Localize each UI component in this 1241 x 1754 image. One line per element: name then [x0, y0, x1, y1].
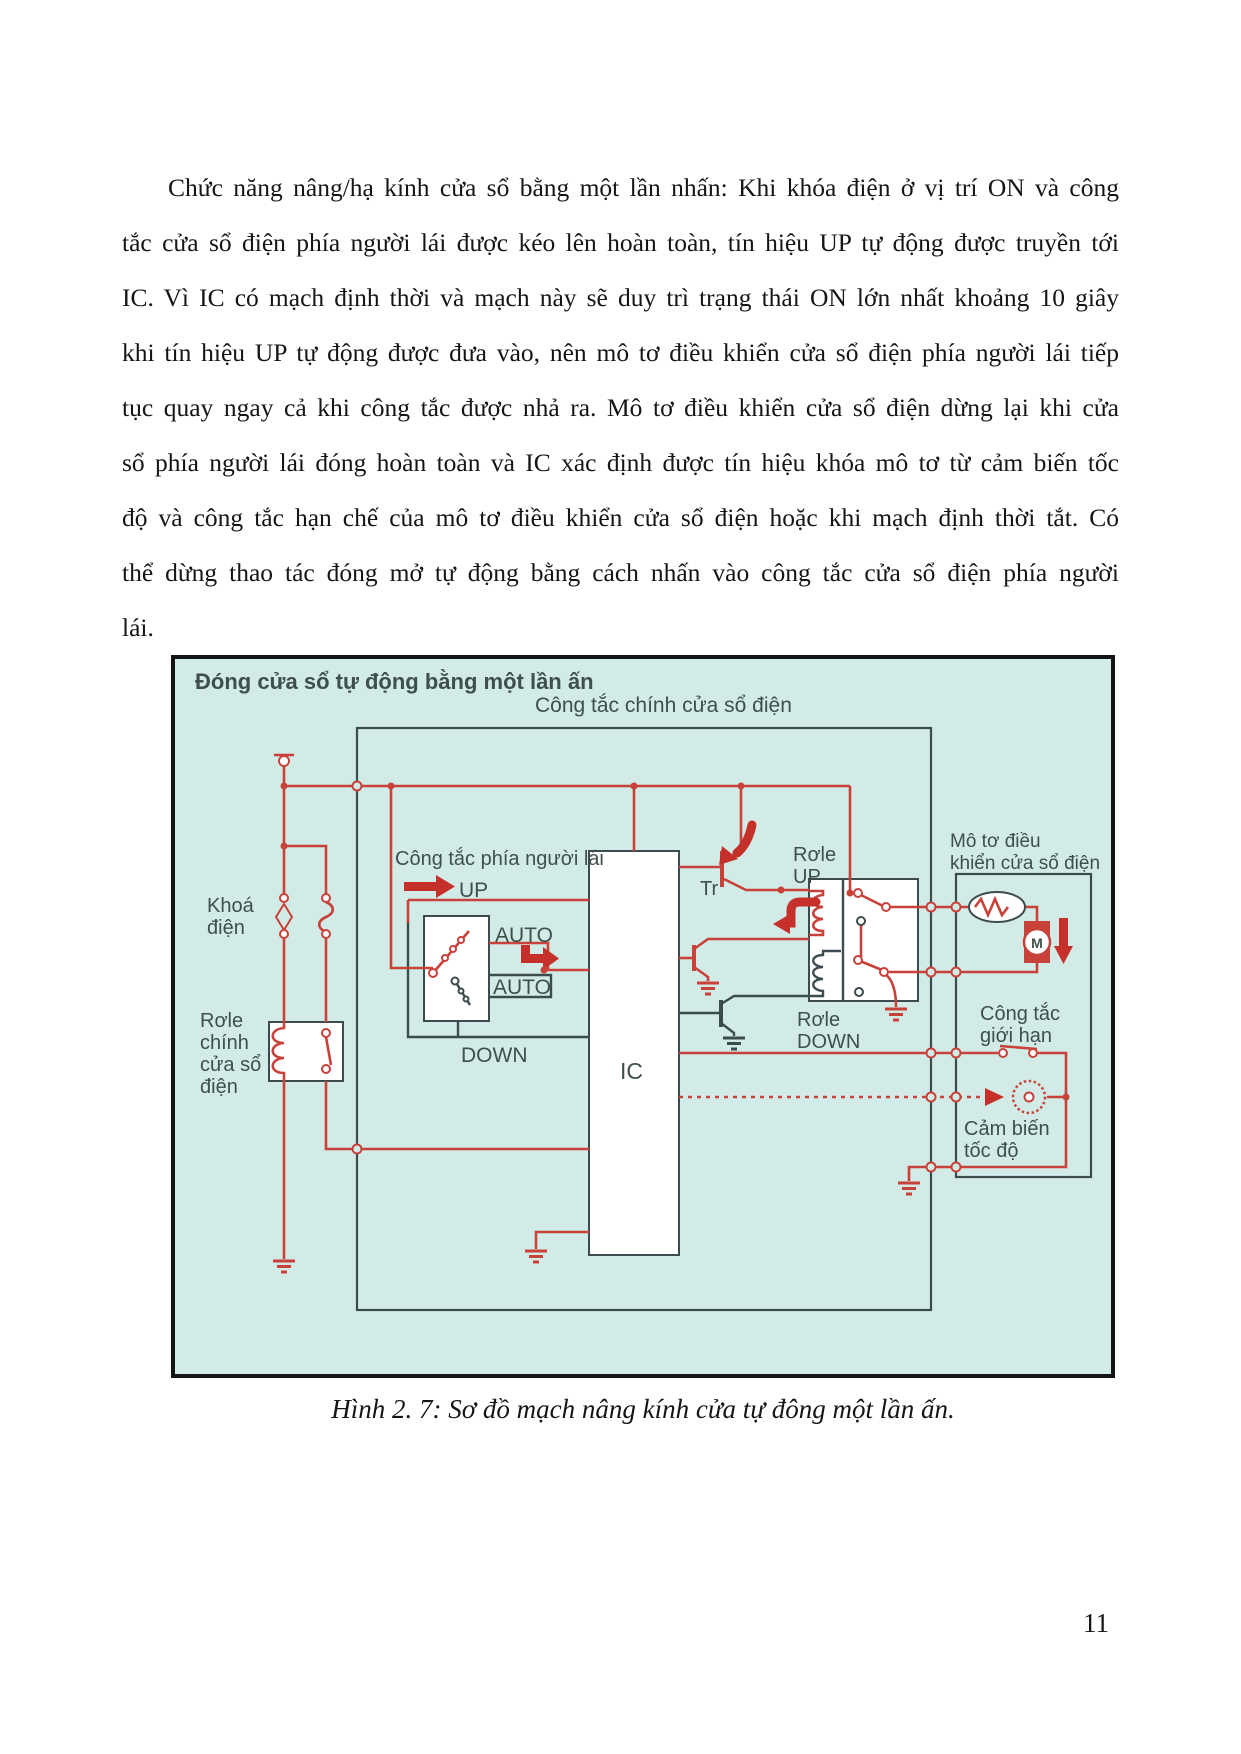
main-relay-label: điện — [200, 1076, 238, 1098]
crossing-markers — [351, 780, 962, 1173]
sensor-arrow-icon — [985, 1088, 1004, 1106]
circuit-figure: M — [171, 655, 1115, 1378]
paragraph-line: lái. — [122, 613, 154, 642]
ground-symbols — [273, 981, 920, 1274]
diagram-title: Đóng cửa sổ tự động bằng một lần ấn — [195, 669, 594, 694]
relay-up-label: UP — [793, 866, 821, 888]
main-relay-label: Rơle — [200, 1010, 243, 1032]
relay-up-arrow-icon — [773, 897, 821, 934]
page-number: 11 — [1083, 1608, 1109, 1638]
speed-sensor-label: tốc độ — [964, 1140, 1018, 1162]
auto-lower-label: AUTO — [493, 976, 551, 999]
paragraph-line: sổ phía người lái đóng hoàn toàn và IC x… — [122, 448, 1119, 477]
body-paragraph: Chức năng nâng/hạ kính cửa sổ bằng một l… — [122, 160, 1119, 655]
paragraph-line: Chức năng nâng/hạ kính cửa sổ bằng một l… — [168, 173, 1119, 202]
main-switch-label: Công tắc chính cửa sổ điện — [535, 694, 792, 717]
auto-arrow-icon — [521, 945, 559, 970]
up-arrow-icon — [404, 875, 455, 898]
paragraph-line: khi tín hiệu UP tự động được đưa vào, nê… — [122, 338, 1119, 367]
circuit-diagram: M — [171, 655, 1115, 1378]
motor-box — [954, 872, 1093, 1179]
paragraph-line: tục quay ngay cả khi công tắc được nhả r… — [122, 393, 1119, 422]
paragraph-line: độ và công tắc hạn chế của mô tơ điều kh… — [122, 503, 1119, 532]
paragraph-line: tắc cửa sổ điện phía người lái được kéo … — [122, 228, 1119, 257]
circuit-breaker-symbol — [968, 891, 1026, 923]
tr-label: Tr — [700, 878, 718, 900]
motor-symbol: M — [1022, 921, 1052, 963]
main-switch-box — [355, 726, 933, 1312]
relay-down-label: DOWN — [797, 1031, 860, 1053]
figure-caption: Hình 2. 7: Sơ đồ mạch nâng kính cửa tự đ… — [331, 1394, 955, 1424]
red-wires — [271, 753, 1068, 1259]
ic-box — [588, 850, 680, 1256]
speed-sensor-label: Cảm biến — [964, 1118, 1050, 1140]
limit-switch-label: giới hạn — [980, 1025, 1052, 1047]
ic-label: IC — [620, 1058, 643, 1084]
ignition-label: điện — [207, 917, 245, 939]
junction-dots — [280, 782, 1070, 1101]
limit-switch-label: Công tắc — [980, 1002, 1060, 1025]
down-label: DOWN — [461, 1044, 528, 1067]
main-relay-label: chính — [200, 1032, 249, 1054]
motor-label: khiển cửa sổ điện — [950, 853, 1100, 874]
paragraph-line: IC. Vì IC có mạch định thời và mạch này … — [122, 283, 1119, 312]
paragraph-line: thể dừng thao tác đóng mở tự động bằng c… — [122, 558, 1119, 587]
ignition-label: Khoá — [207, 895, 255, 917]
relay-up-label: Rơle — [793, 844, 836, 866]
motor-down-arrow-icon — [1054, 918, 1073, 964]
terminal-circles — [278, 755, 1038, 1074]
up-label: UP — [459, 879, 488, 902]
driver-switch-label: Công tắc phía người lái — [395, 847, 604, 870]
tr-arrow-icon — [719, 820, 757, 865]
main-relay-label: cửa sổ — [200, 1054, 261, 1076]
relay-down-label: Rơle — [797, 1009, 840, 1031]
svg-text:M: M — [1031, 935, 1043, 951]
motor-label: Mô tơ điều — [950, 831, 1041, 852]
relay-updown-box — [808, 878, 919, 1002]
auto-upper-label: AUTO — [495, 924, 553, 947]
speed-sensor-symbol — [1011, 1079, 1047, 1115]
